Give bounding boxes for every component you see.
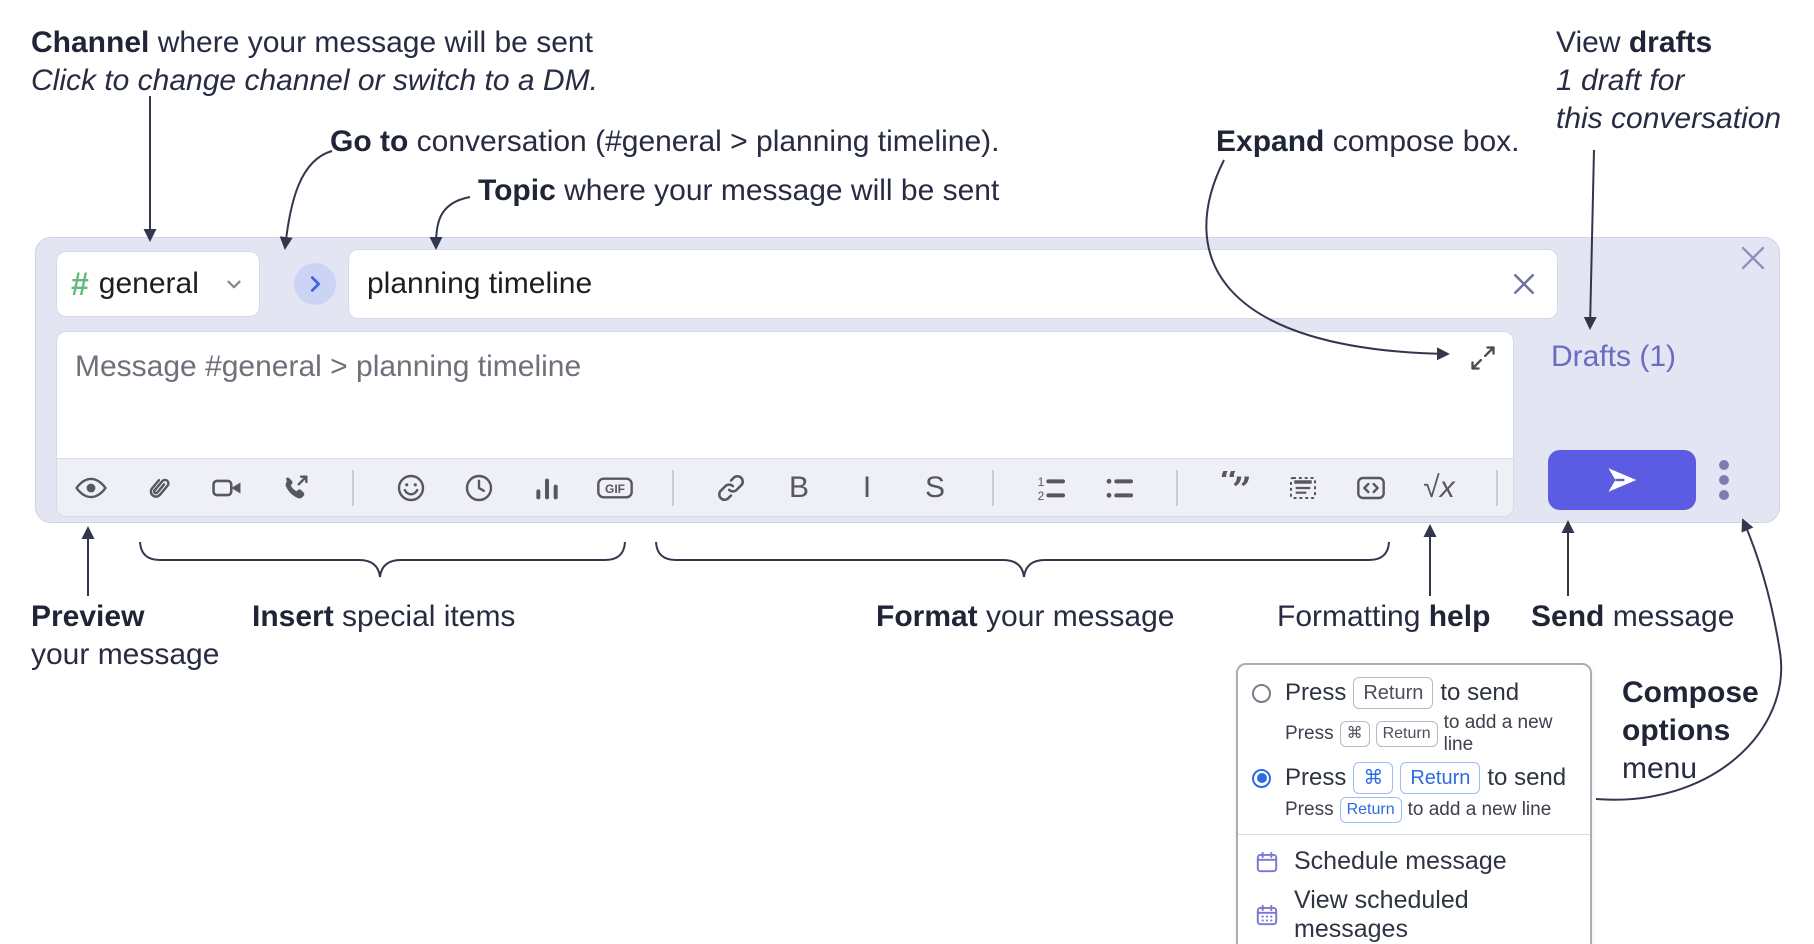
send-button[interactable] [1548, 450, 1696, 510]
return-key: Return [1339, 797, 1402, 823]
topic-input[interactable]: planning timeline [348, 249, 1558, 319]
toolbar-divider [992, 469, 994, 506]
option-cmd-return-to-send[interactable]: Press ⌘ Return to send [1238, 760, 1590, 796]
option-return-subtext: Press ⌘ Return to add a new line [1285, 712, 1553, 755]
attach-file-icon[interactable] [125, 460, 193, 516]
code-block-icon[interactable] [1337, 460, 1405, 516]
compose-options-button[interactable] [1719, 460, 1729, 500]
formula-icon[interactable]: √x [1423, 470, 1455, 504]
radio-selected-icon[interactable] [1252, 768, 1271, 788]
bold-icon[interactable]: B [788, 470, 809, 504]
goto-note: Go to conversation (#general > planning … [330, 125, 1000, 158]
svg-text:2: 2 [1038, 489, 1045, 503]
menu-item-schedule-message[interactable]: Schedule message [1238, 842, 1590, 881]
svg-text:1: 1 [1038, 475, 1045, 489]
emoji-icon[interactable] [377, 460, 445, 516]
compose-options-note: Compose options menu [1622, 676, 1759, 785]
channel-name: general [98, 267, 199, 300]
message-input[interactable]: Message #general > planning timeline [56, 331, 1514, 459]
calendar-dots-icon [1256, 904, 1278, 926]
topic-value: planning timeline [367, 267, 593, 300]
recent-icon[interactable] [445, 460, 513, 516]
clear-topic-icon[interactable] [1509, 269, 1539, 299]
svg-text:”: ” [1232, 471, 1252, 505]
expand-note: Expand compose box. [1216, 125, 1520, 158]
svg-text:GIF: GIF [605, 482, 625, 496]
bullet-list-icon[interactable] [1085, 460, 1153, 516]
format-note: Format your message [876, 600, 1175, 633]
topic-note: Topic where your message will be sent [478, 174, 1000, 207]
expand-compose-icon[interactable] [1469, 344, 1497, 372]
return-key: Return [1400, 762, 1481, 794]
cmd-key: ⌘ [1353, 762, 1394, 794]
compose-box: # general planning timeline Message #gen… [35, 237, 1780, 523]
calendar-icon [1256, 851, 1278, 872]
chevron-right-icon [310, 276, 321, 292]
audio-call-icon[interactable] [261, 460, 329, 516]
paper-plane-icon [1608, 468, 1637, 492]
menu-item-view-scheduled[interactable]: View scheduled messages [1238, 881, 1590, 944]
drafts-link[interactable]: Drafts (1) [1551, 340, 1677, 373]
formatting-help-note: Formatting help [1277, 600, 1491, 633]
poll-icon[interactable] [513, 460, 581, 516]
svg-text:“: “ [1219, 471, 1239, 501]
compose-options-menu: Press Return to send Press ⌘ Return to a… [1236, 663, 1592, 944]
view-drafts-note: View drafts 1 draft for this conversatio… [1556, 26, 1782, 135]
preview-icon[interactable] [57, 460, 125, 516]
toolbar-divider [672, 469, 674, 506]
option-return-to-send[interactable]: Press Return to send [1238, 675, 1590, 711]
preview-note: Preview your message [31, 600, 220, 671]
return-key: Return [1353, 677, 1434, 709]
strikethrough-icon[interactable]: S [924, 470, 945, 504]
return-key: Return [1375, 721, 1438, 747]
channel-note: Channel where your message will be sent … [31, 26, 598, 97]
video-clip-icon[interactable] [193, 460, 261, 516]
close-compose-icon[interactable] [1736, 241, 1770, 275]
quote-icon[interactable]: “” [1201, 460, 1269, 516]
insert-note: Insert special items [252, 600, 516, 633]
channel-hash-icon: # [71, 265, 89, 302]
channel-selector[interactable]: # general [56, 251, 260, 317]
italic-icon[interactable]: I [862, 470, 872, 504]
option-cmd-return-subtext: Press Return to add a new line [1238, 796, 1590, 827]
toolbar-divider [1176, 469, 1178, 506]
blockquote-icon[interactable] [1269, 460, 1337, 516]
goto-conversation-button[interactable] [294, 263, 336, 305]
gif-icon[interactable]: GIF [581, 460, 649, 516]
radio-unselected-icon[interactable] [1252, 683, 1271, 703]
message-placeholder: Message #general > planning timeline [75, 350, 582, 383]
link-icon[interactable] [697, 460, 765, 516]
menu-divider [1238, 834, 1590, 835]
chevron-down-icon [223, 273, 245, 295]
send-note: Send message [1531, 600, 1735, 633]
toolbar-divider [1496, 469, 1498, 506]
cmd-key: ⌘ [1339, 721, 1370, 747]
toolbar-divider [352, 469, 354, 506]
